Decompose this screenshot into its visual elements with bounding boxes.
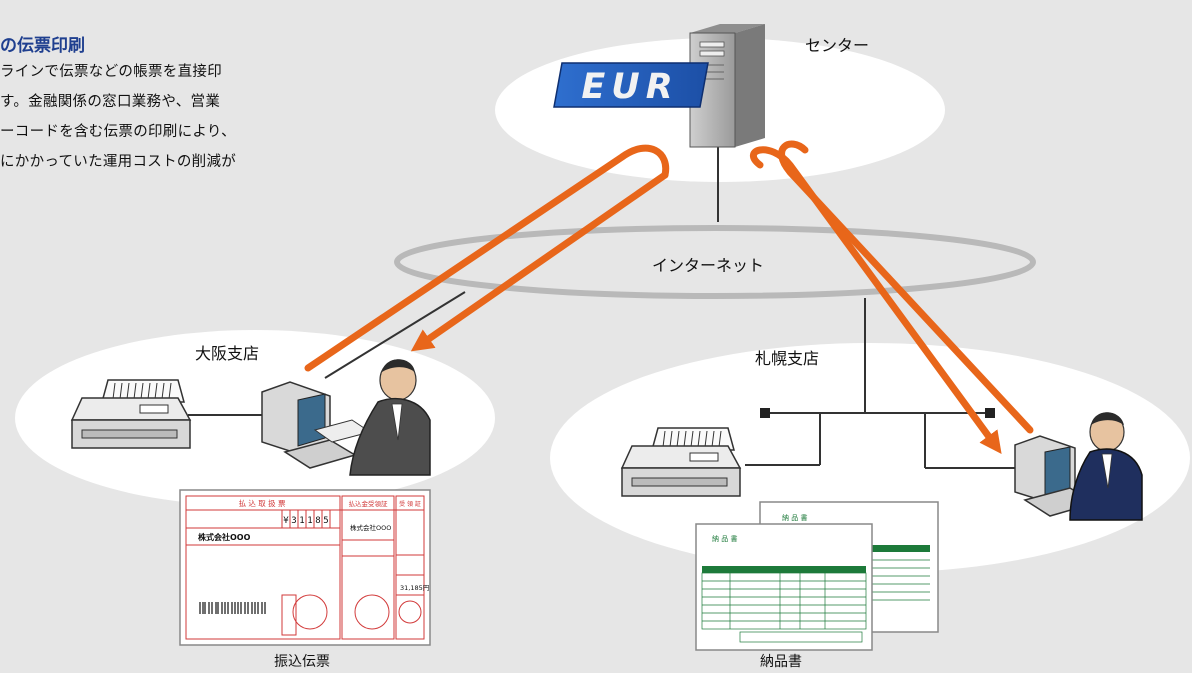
eur-logo: EUR [553,62,709,108]
delivery-front-title: 納 品 書 [712,534,737,543]
sapporo-computer-icon [1014,435,1097,517]
section-heading: の伝票印刷 [0,36,85,56]
osaka-printer-icon [70,379,192,449]
svg-text:1: 1 [299,516,304,526]
slip-amount-digits: ¥ 3 1 1 8 5 [283,516,328,526]
sapporo-upload-arrow [778,140,1034,434]
sapporo-branch-label: 札幌支店 [755,349,820,368]
svg-text:1: 1 [307,516,312,526]
sapporo-ellipse [550,343,1190,573]
slip-title: 払 込 取 扱 票 [238,498,286,508]
osaka-branch-label: 大阪支店 [195,344,260,363]
transfer-slip-caption: 振込伝票 [274,654,330,670]
internet-ellipse [394,225,1036,299]
body-line-4: にかかっていた運用コストの削減が [0,154,237,170]
data-flow-arrows [304,140,1034,455]
slip-receipt-label: 受 領 証 [399,500,421,508]
svg-text:¥: ¥ [283,516,289,526]
hub-left [760,408,770,418]
body-line-1: ラインで伝票などの帳票を直接印 [0,64,222,80]
slip-barcode [199,602,266,614]
svg-text:8: 8 [315,516,320,526]
slip-company: 株式会社OOO [198,532,251,542]
body-line-2: す。金融関係の窓口業務や、営業 [0,94,221,110]
slip-amount: 31,185円 [400,584,429,592]
delivery-note-document: 納 品 書 納 品 書 [695,501,939,651]
center-label: センター [805,36,870,55]
sapporo-download-arrow [750,146,1002,455]
network-lines [188,142,1018,469]
osaka-upload-arrow [304,144,670,372]
delivery-back-title: 納 品 書 [782,513,807,522]
osaka-download-arrow [410,171,669,352]
transfer-slip-document: 払 込 取 扱 票 払込金受領証 受 領 証 株式会社OOO 株式会社OOO ¥… [179,489,431,646]
sapporo-user-icon [1069,412,1143,521]
svg-text:3: 3 [291,516,296,526]
slip-receipt-title: 払込金受領証 [349,499,389,508]
slip-company-receipt: 株式会社OOO [350,523,391,532]
hub-right [985,408,995,418]
osaka-user-icon [349,359,431,476]
eur-logo-text: EUR [581,67,678,107]
delivery-note-caption: 納品書 [760,654,802,670]
body-line-3: ーコードを含む伝票の印刷により、 [0,124,236,140]
sapporo-printer-icon [620,427,742,497]
internet-label: インターネット [652,256,765,275]
svg-text:5: 5 [323,516,328,526]
